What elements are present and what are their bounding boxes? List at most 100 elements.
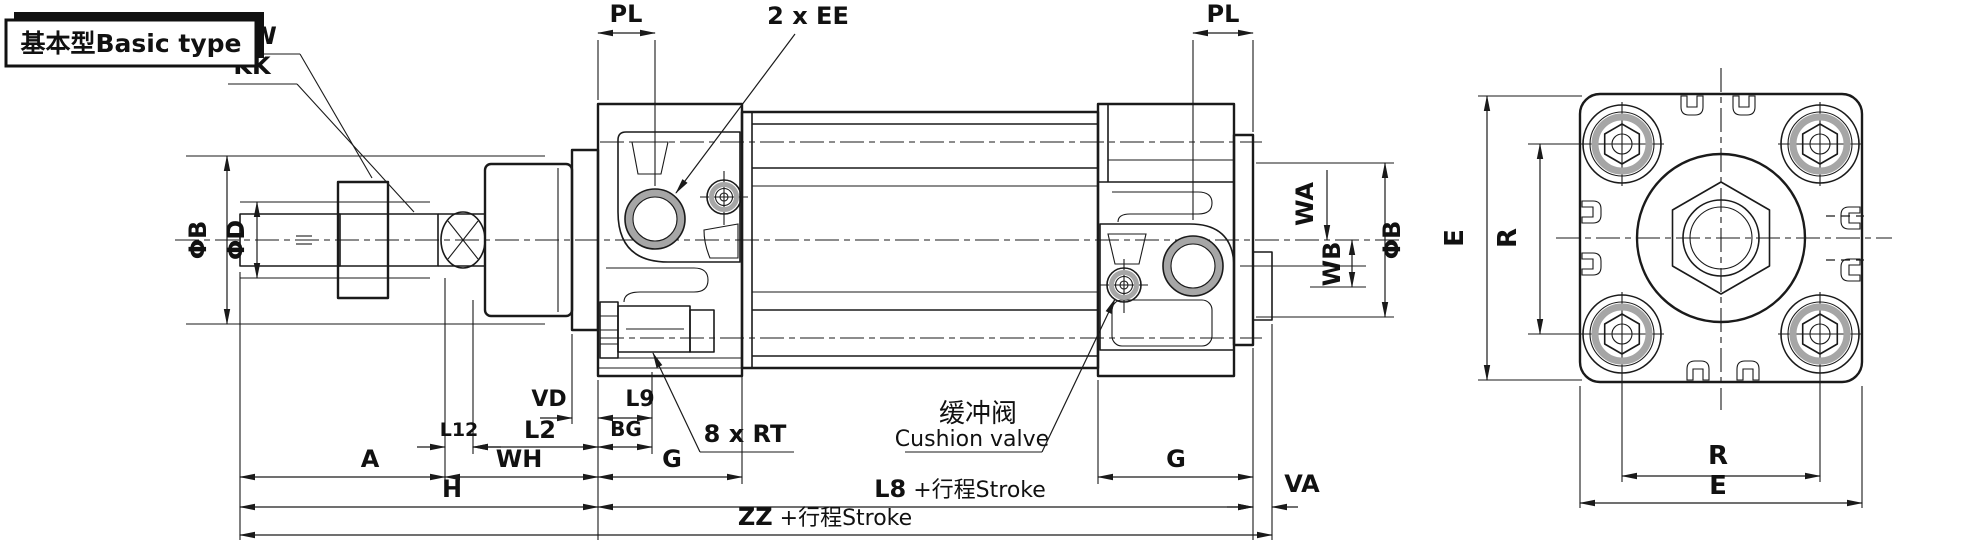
l8-stroke-suffix: +行程Stroke (906, 478, 1046, 503)
air-channel-front (606, 267, 709, 303)
nut-shade (1789, 303, 1851, 365)
dim-label-vd: VD (531, 387, 566, 412)
nut-boss (1582, 294, 1662, 374)
zz-code: ZZ (738, 503, 773, 531)
nut-ring (1787, 111, 1853, 177)
nut-ring (1589, 301, 1655, 367)
dim-label-g-front: G (662, 445, 682, 473)
cushion-valve-rear (1100, 259, 1148, 313)
front-head (596, 102, 748, 378)
ee-leader-line (675, 33, 796, 194)
dim-label-e-left: E (1440, 229, 1470, 247)
wrench-flat-cross (447, 220, 479, 260)
cylinder-tube (740, 110, 1100, 370)
sw-leader-line (299, 53, 373, 179)
dim-label-r-left: R (1493, 228, 1523, 248)
cushion-leader-line (1041, 298, 1116, 453)
dim-label-wa: WA (1291, 182, 1319, 226)
front-head-face (617, 131, 741, 263)
dim-label-l9: L9 (625, 387, 654, 412)
center-bore-and-rod-nut (1635, 152, 1807, 324)
cushion-slot (719, 192, 729, 202)
dim-label-ee: 2 x EE (767, 2, 849, 30)
title-box: 基本型Basic type (4, 12, 264, 68)
center-hex-nut (1671, 181, 1771, 295)
nut-boss (1780, 104, 1860, 184)
cushion-valve-label-en: Cushion valve (895, 427, 1049, 452)
air-channel-rear (1112, 191, 1213, 223)
dim-label-a: A (361, 445, 380, 473)
port-bore (632, 196, 678, 242)
tie-rod-nut-bottom-left (1580, 292, 1664, 376)
end-cap-outline (1578, 92, 1864, 384)
rod-thread (239, 213, 341, 267)
rod-thread-2 (387, 213, 439, 267)
cylinder-side-view: SW KK PL 2 x EE PL ΦB ΦD WA (175, 0, 1406, 540)
sensor-slot (1840, 206, 1861, 230)
nut-boss (1780, 294, 1860, 374)
port-bore (1170, 243, 1216, 289)
dim-label-pl-front: PL (610, 0, 643, 28)
nut-bore (1611, 133, 1633, 155)
dim-label-r-bottom: R (1708, 441, 1728, 471)
nut-ring (1787, 301, 1853, 367)
dim-label-pl-rear: PL (1207, 0, 1240, 28)
piston-rod-assembly (239, 148, 600, 332)
rear-end-plate (1232, 133, 1255, 347)
l8-code: L8 (874, 475, 906, 503)
cushion-shade (709, 182, 739, 212)
nut-boss (1582, 104, 1662, 184)
cushion-mid (1114, 275, 1134, 295)
nut-bore (1611, 323, 1633, 345)
rear-boss (1252, 251, 1273, 321)
dim-label-phi-d: ΦD (222, 220, 250, 260)
sensor-slot (1686, 360, 1710, 381)
tie-rod-nut-top-right (1778, 102, 1862, 186)
nut-shade (1789, 113, 1851, 175)
sensor-slot (1736, 360, 1760, 381)
port-outer (1162, 235, 1224, 297)
rear-head-pocket-2 (1111, 299, 1213, 347)
sensor-slot (1581, 252, 1602, 276)
screw-cap (689, 309, 715, 353)
front-head-pocket (631, 141, 669, 175)
sensor-slot (1732, 95, 1756, 116)
sensor-slot (1581, 200, 1602, 224)
nut-shade (1591, 303, 1653, 365)
dim-label-va: VA (1284, 470, 1320, 498)
title-text: 基本型Basic type (21, 29, 242, 58)
cushion-shade (1109, 270, 1139, 300)
dim-label-g-rear: G (1166, 445, 1186, 473)
dim-label-l8: L8 +行程Stroke (874, 475, 1046, 503)
dim-label-phi-b-left: ΦB (184, 221, 212, 260)
tie-rod-nut-bottom-right (1778, 292, 1862, 376)
rear-head (1096, 102, 1273, 378)
cushion-slot (1119, 280, 1129, 290)
cushion-mid (714, 187, 734, 207)
rod-circle (1682, 199, 1760, 277)
cylinder-end-view: E R R E (1440, 68, 1892, 508)
nut-shade (1591, 113, 1653, 175)
dim-label-phi-b-right: ΦB (1378, 221, 1406, 260)
nut-hex (1801, 313, 1839, 355)
dim-label-h: H (442, 475, 462, 503)
dim-label-e-bottom: E (1709, 471, 1727, 501)
cushion-valve-label-cn: 缓冲阀 (939, 399, 1017, 429)
rod-circle-inner (1689, 206, 1753, 270)
port-ring-shade (1163, 236, 1223, 296)
dim-label-rt: 8 x RT (704, 420, 787, 448)
nut-ring (1589, 111, 1655, 177)
dim-label-zz: ZZ +行程Stroke (738, 503, 912, 531)
dim-label-bg: BG (610, 417, 642, 441)
tie-rod-nut-top-left (1580, 102, 1664, 186)
bore-circle (1635, 152, 1807, 324)
nut-hex (1603, 313, 1641, 355)
front-head-pocket-2 (703, 223, 739, 259)
dim-label-wb: WB (1318, 242, 1346, 287)
nut-hex (1801, 123, 1839, 165)
dim-label-l2: L2 (524, 416, 556, 444)
rear-head-pocket (1107, 233, 1147, 265)
port-ring-shade (625, 189, 685, 249)
